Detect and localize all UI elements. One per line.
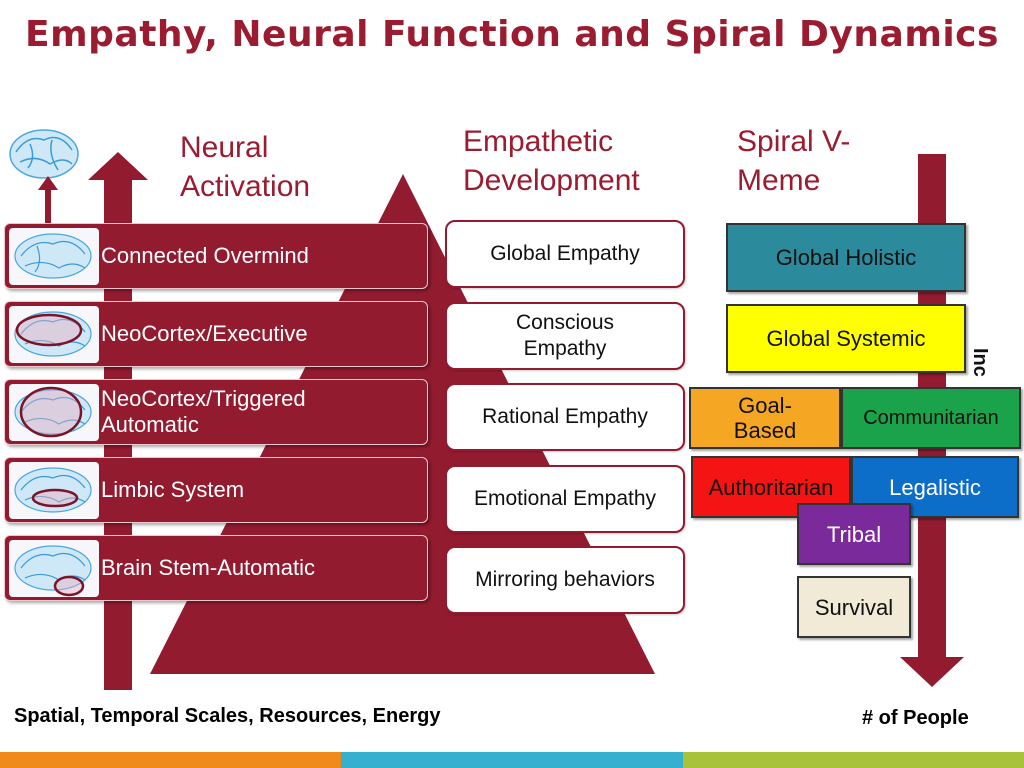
brain-icon — [9, 306, 99, 363]
brain-icon — [9, 384, 99, 441]
vmeme-global-holistic: Global Holistic — [726, 223, 966, 292]
footer-right-label: # of People — [862, 707, 969, 729]
vmeme-tribal: Tribal — [797, 503, 911, 565]
neural-level-neocortex-executive: NeoCortex/Executive — [4, 301, 428, 367]
footer-left-label: Spatial, Temporal Scales, Resources, Ene… — [14, 705, 441, 727]
page-title: Empathy, Neural Function and Spiral Dyna… — [25, 14, 999, 55]
neural-level-brain-stem: Brain Stem-Automatic — [4, 535, 428, 601]
empathy-level-global: Global Empathy — [445, 220, 685, 288]
vmeme-goal-based: Goal-Based — [689, 387, 841, 449]
bottom-bar-green — [683, 752, 1024, 768]
vmeme-communitarian: Communitarian — [841, 387, 1021, 449]
empathy-level-rational: Rational Empathy — [445, 383, 685, 451]
spiral-vmeme-header: Spiral V-Meme — [737, 125, 851, 197]
neural-level-connected-overmind: Connected Overmind — [4, 223, 428, 289]
brain-icon — [9, 540, 99, 597]
increase-vertical-label: Inc — [969, 348, 991, 377]
neural-level-label: Brain Stem-Automatic — [101, 555, 315, 580]
vmeme-global-systemic: Global Systemic — [726, 304, 966, 373]
bottom-bar-blue — [341, 752, 683, 768]
brain-icon — [9, 228, 99, 285]
neural-level-limbic-system: Limbic System — [4, 457, 428, 523]
brain-icon — [9, 462, 99, 519]
neural-level-label: Connected Overmind — [101, 243, 309, 268]
double-arrow-icon — [38, 176, 58, 246]
neural-level-label: NeoCortex/Executive — [101, 321, 308, 346]
empathy-level-mirroring: Mirroring behaviors — [445, 546, 685, 614]
brain-icon — [9, 129, 79, 179]
bottom-bar-orange — [0, 752, 341, 768]
neural-level-label: Limbic System — [101, 477, 245, 502]
empathy-level-emotional: Emotional Empathy — [445, 465, 685, 533]
vmeme-survival: Survival — [797, 576, 911, 638]
